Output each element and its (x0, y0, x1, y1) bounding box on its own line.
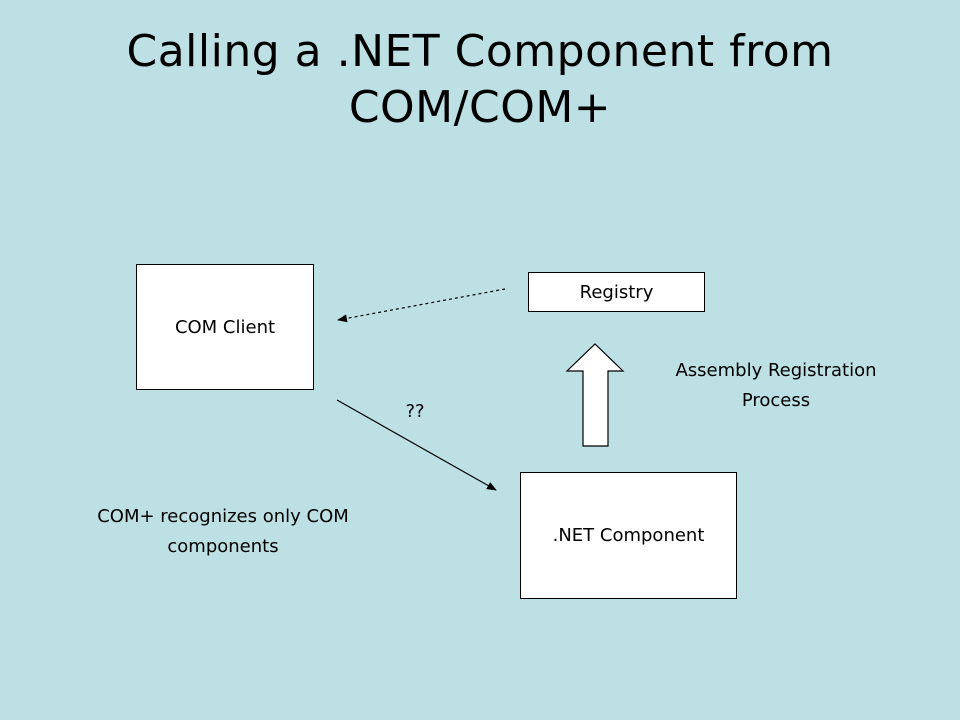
registry-label: Registry (579, 281, 654, 303)
com-plus-note-label: COM+ recognizes only COM components (48, 502, 398, 562)
assembly-registration-line-1: Assembly Registration (675, 360, 877, 381)
assembly-registration-line-2: Process (741, 390, 811, 411)
assembly-registration-label: Assembly Registration Process (626, 356, 926, 416)
com-client-label: COM Client (174, 316, 276, 338)
registry-box: Registry (528, 272, 705, 312)
registration-up-block-arrow (565, 343, 625, 447)
slide-title-line-1: Calling a .NET Component from (126, 26, 834, 77)
net-component-label: .NET Component (552, 525, 705, 546)
unknown-call-label: ?? (405, 401, 425, 422)
com-plus-note-line-2: components (167, 536, 279, 557)
slide-title-line-2: COM/COM+ (348, 82, 612, 133)
net-component-box: .NET Component (520, 472, 737, 599)
com-client-box: COM Client (136, 264, 314, 390)
client-to-component-arrow (336, 399, 497, 491)
registry-to-client-dashed-arrow (337, 288, 506, 323)
slide-title: Calling a .NET Component from COM/COM+ (60, 24, 900, 136)
com-plus-note-line-1: COM+ recognizes only COM (97, 506, 349, 527)
